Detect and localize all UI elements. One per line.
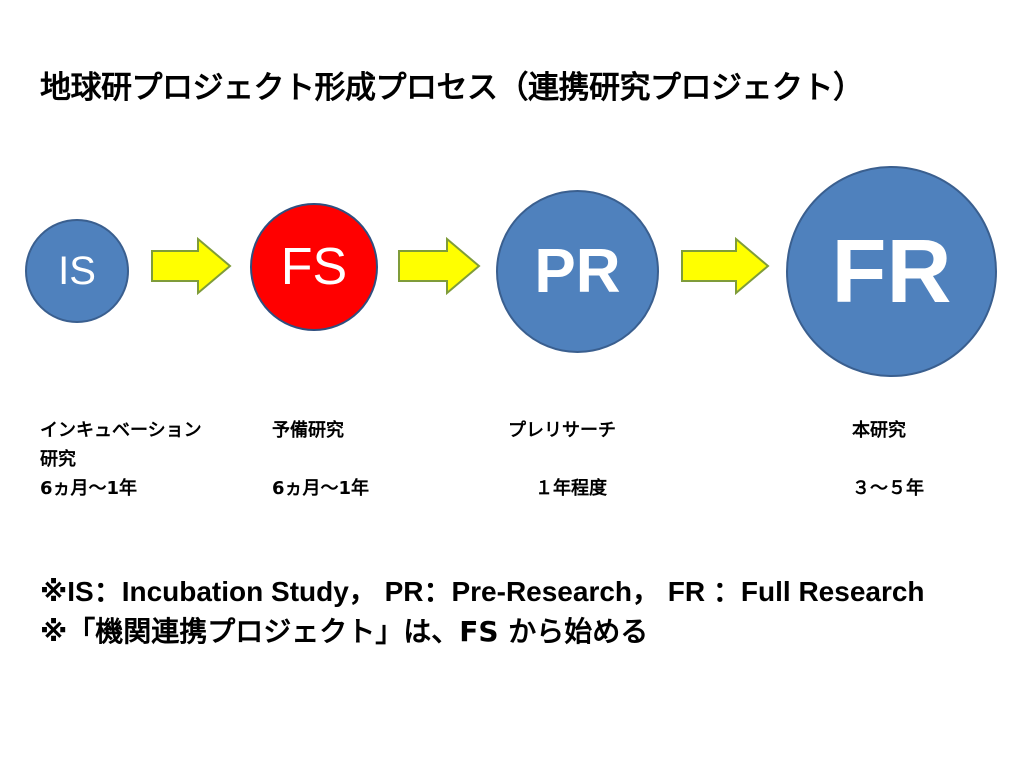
note-text: IS：Incubation Study， PR：Pre-Research， FR… <box>67 576 925 607</box>
stage-circle-fr: FR <box>786 166 997 377</box>
stage-name: プレリサーチ <box>508 420 616 441</box>
stage-abbr: PR <box>534 236 621 306</box>
stage-label-is: インキュベーション 研究 6ヵ月～1年 <box>40 416 202 503</box>
arrow-right-icon <box>681 237 770 295</box>
stage-name-cont: 研究 <box>40 449 76 470</box>
stage-abbr: FS <box>280 238 348 296</box>
stage-circle-fs: FS <box>250 203 378 331</box>
stage-duration: 6ヵ月～1年 <box>40 478 138 499</box>
stage-duration: 6ヵ月～1年 <box>272 478 370 499</box>
stage-circle-is: IS <box>25 219 129 323</box>
stage-duration: ３～５年 <box>852 478 924 499</box>
stage-circle-pr: PR <box>496 190 659 353</box>
stage-label-fr: 本研究 ３～５年 <box>852 416 924 503</box>
stage-name: インキュベーション <box>40 420 202 441</box>
stage-duration: １年程度 <box>535 478 607 499</box>
stage-name: 予備研究 <box>272 420 344 441</box>
stage-label-pr: プレリサーチ １年程度 <box>508 416 616 503</box>
abbreviation-note: ※IS：Incubation Study， PR：Pre-Research， F… <box>40 570 925 610</box>
arrow-right-icon <box>151 237 232 295</box>
page-title: 地球研プロジェクト形成プロセス（連携研究プロジェクト） <box>40 70 864 106</box>
stage-abbr: IS <box>58 249 96 293</box>
stage-name: 本研究 <box>852 420 906 441</box>
note-mark: ※ <box>40 575 68 608</box>
stage-abbr: FR <box>831 221 952 322</box>
start-note: ※「機関連携プロジェクト」は、FS から始める <box>40 615 649 648</box>
stage-label-fs: 予備研究 6ヵ月～1年 <box>272 416 369 503</box>
arrow-right-icon <box>398 237 481 295</box>
